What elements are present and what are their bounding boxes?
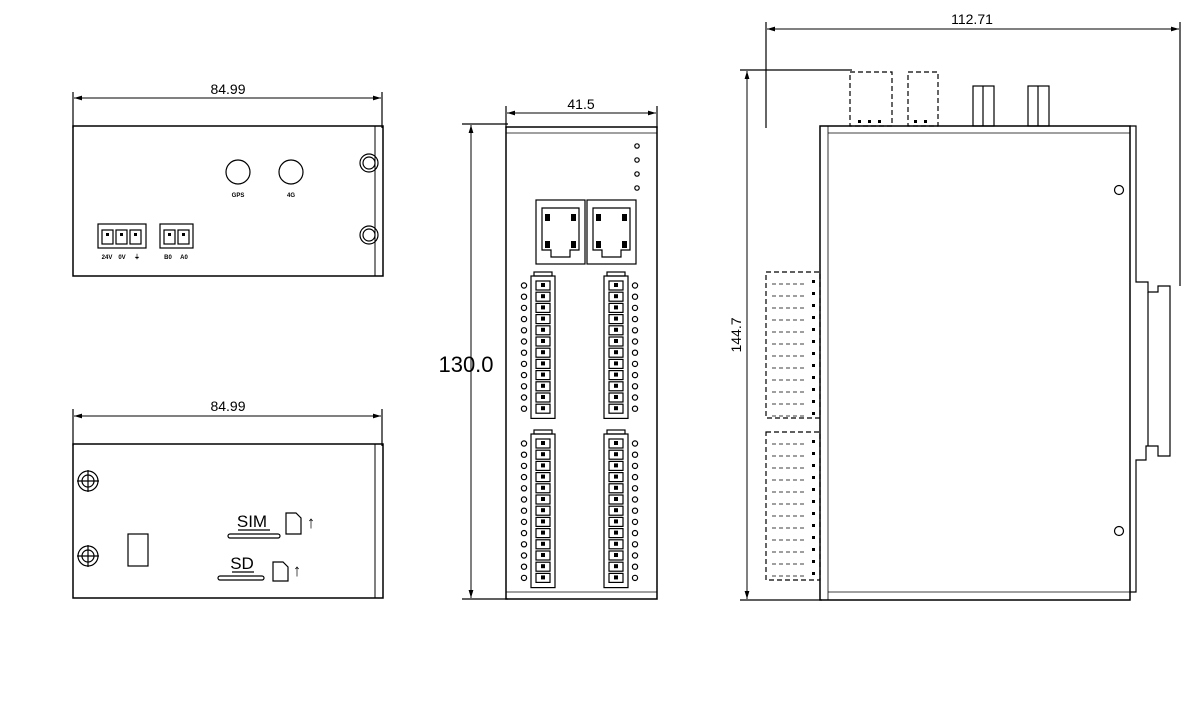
- gps-antenna-port: [225, 159, 251, 185]
- top-view-width-label: 84.99: [210, 81, 245, 97]
- terminal-block-top-right: [603, 271, 639, 419]
- screw-top: [77, 470, 99, 492]
- sd-label: SD: [230, 554, 254, 573]
- rs485-label-b0: B0: [164, 255, 172, 261]
- sd-slot: [217, 575, 265, 581]
- lte-label: 4G: [287, 193, 295, 199]
- side-antenna-connector-1: [972, 85, 995, 127]
- power-terminal-block: [97, 223, 147, 249]
- top-view: 84.99 GPS 4G 24V 0V ⏚ B0 A0: [72, 81, 384, 277]
- gps-label: GPS: [232, 193, 245, 199]
- side-terminal-top-block: [849, 71, 939, 127]
- ethernet-port-1: [535, 199, 586, 265]
- bottom-view-width-label: 84.99: [210, 398, 245, 414]
- sim-card-icon: [285, 512, 302, 535]
- reset-button-cutout: [127, 533, 149, 567]
- front-width-label: 41.5: [567, 96, 594, 112]
- side-view: 112.71 144.7: [728, 11, 1181, 601]
- side-body: [819, 125, 1131, 601]
- side-antenna-connector-2: [1027, 85, 1050, 127]
- front-view: 41.5 130.0: [438, 96, 658, 600]
- side-io-terminals: [765, 271, 821, 581]
- sd-card-icon: [272, 561, 289, 582]
- side-height-label: 144.7: [728, 317, 744, 352]
- sim-label: SIM: [237, 512, 267, 531]
- terminal-block-top-left: [520, 271, 556, 419]
- top-view-body: [72, 125, 384, 277]
- power-label-0v: 0V: [118, 255, 125, 261]
- mount-hole-bottom: [359, 225, 379, 245]
- rs485-terminal-block: [159, 223, 194, 249]
- terminal-block-bottom-left: [520, 429, 556, 589]
- ground-symbol: ⏚: [134, 254, 140, 261]
- status-leds: [634, 143, 640, 191]
- ethernet-port-2: [586, 199, 637, 265]
- din-rail-clip: [1130, 125, 1171, 593]
- power-label-24v: 24V: [102, 255, 113, 261]
- sim-insert-arrow: ↑: [307, 513, 316, 532]
- sim-slot: [227, 533, 281, 539]
- screw-bottom: [77, 545, 99, 567]
- terminal-block-bottom-right: [603, 429, 639, 589]
- lte-antenna-port: [278, 159, 304, 185]
- rs485-label-a0: A0: [180, 255, 188, 261]
- mount-hole-top: [359, 153, 379, 173]
- side-width-label: 112.71: [951, 11, 993, 27]
- side-mount-hole-top: [1113, 184, 1125, 196]
- io-terminal-blocks: [520, 271, 639, 589]
- bottom-view-body: [72, 443, 384, 599]
- bottom-view: 84.99 SIM ↑ SD ↑: [72, 398, 384, 599]
- sd-insert-arrow: ↑: [293, 561, 302, 580]
- front-panel: [505, 126, 658, 600]
- side-mount-hole-bottom: [1113, 525, 1125, 537]
- front-height-label: 130.0: [438, 352, 493, 377]
